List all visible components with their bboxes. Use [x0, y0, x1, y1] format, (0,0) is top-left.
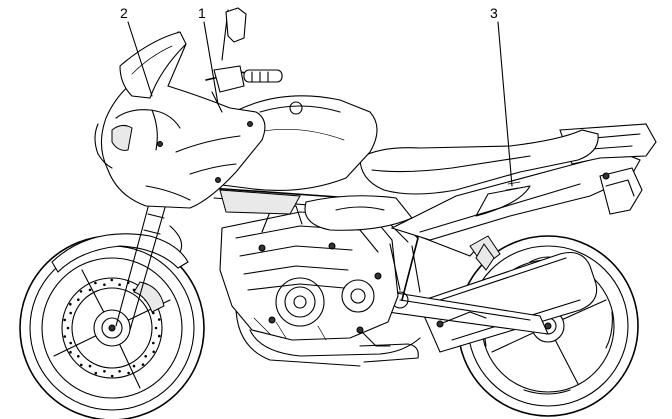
- brake-disc-hole: [94, 282, 97, 285]
- front-fender: [52, 234, 188, 272]
- brake-disc-hole: [77, 355, 80, 358]
- brake-disc-hole: [103, 370, 106, 373]
- brake-disc-hole: [111, 279, 114, 282]
- brake-disc-hole: [69, 303, 72, 306]
- brake-disc-hole: [118, 283, 121, 286]
- front-brake-caliper: [134, 282, 164, 312]
- brake-disc-hole: [152, 351, 155, 354]
- brake-disc-hole: [95, 372, 98, 375]
- brake-disc-hole: [69, 312, 72, 315]
- brake-disc-hole: [158, 335, 161, 338]
- callout-2: 2: [120, 5, 128, 21]
- brake-disc-hole: [111, 375, 114, 378]
- brake-disc-hole: [63, 319, 66, 322]
- brake-disc-hole: [64, 335, 67, 338]
- mirror: [226, 8, 246, 42]
- brake-disc-hole: [118, 370, 121, 373]
- brake-disc-hole: [144, 355, 147, 358]
- brake-disc-hole: [67, 327, 70, 330]
- brake-disc-hole: [127, 372, 130, 375]
- brake-disc-hole: [69, 351, 72, 354]
- headlight: [112, 125, 132, 150]
- brake-disc-hole: [152, 342, 155, 345]
- brake-disc-hole: [89, 365, 92, 368]
- brake-disc-hole: [89, 289, 92, 292]
- leader-line-1: [204, 22, 218, 104]
- callout-1: 1: [198, 5, 206, 21]
- brake-disc-hole: [80, 290, 83, 293]
- handlebar-grip: [244, 70, 282, 82]
- brake-disc-hole: [103, 283, 106, 286]
- brake-disc-hole: [133, 365, 136, 368]
- brake-disc-hole: [80, 364, 83, 367]
- brake-disc-hole: [69, 342, 72, 345]
- brake-disc-hole: [142, 363, 145, 366]
- brake-disc-hole: [158, 318, 161, 321]
- handlebar: [206, 8, 282, 112]
- master-cylinder: [214, 66, 244, 92]
- brake-disc-hole: [155, 327, 158, 330]
- callout-3: 3: [490, 5, 498, 21]
- front-fork: [52, 200, 188, 330]
- brake-disc-hole: [77, 298, 80, 301]
